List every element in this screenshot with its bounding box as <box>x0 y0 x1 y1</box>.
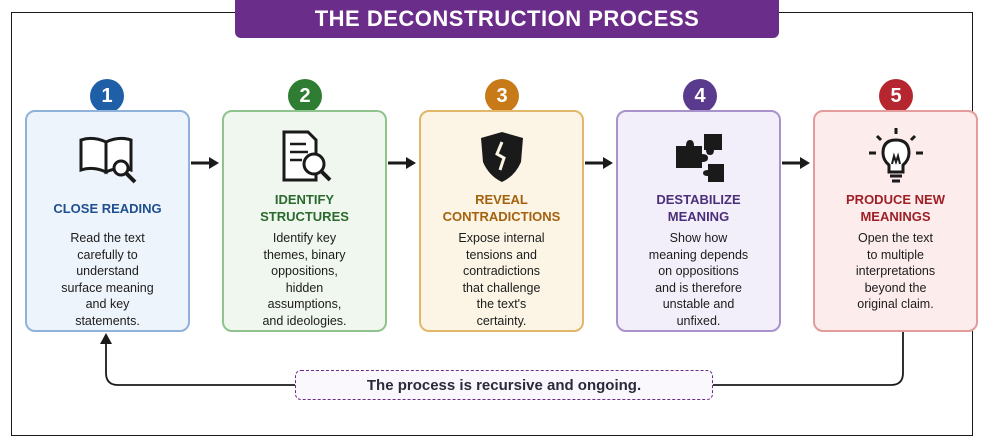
step-heading: CLOSE READING <box>53 200 162 216</box>
arrow-right-icon <box>191 157 219 169</box>
arrow-right-icon <box>388 157 416 169</box>
step-number-4: 4 <box>683 79 717 113</box>
document-magnifier-icon <box>270 126 340 186</box>
puzzle-pieces-icon <box>664 126 734 186</box>
step-number-5: 5 <box>879 79 913 113</box>
cracked-shield-icon <box>467 126 537 186</box>
step-number-1: 1 <box>90 79 124 113</box>
arrow-right-icon <box>782 157 810 169</box>
open-book-magnifier-icon <box>73 126 143 186</box>
arrow-right-icon <box>585 157 613 169</box>
lightbulb-icon <box>861 126 931 186</box>
page-title: THE DECONSTRUCTION PROCESS <box>235 0 779 38</box>
recursive-note: The process is recursive and ongoing. <box>295 370 713 400</box>
step-number-3: 3 <box>485 79 519 113</box>
step-number-2: 2 <box>288 79 322 113</box>
